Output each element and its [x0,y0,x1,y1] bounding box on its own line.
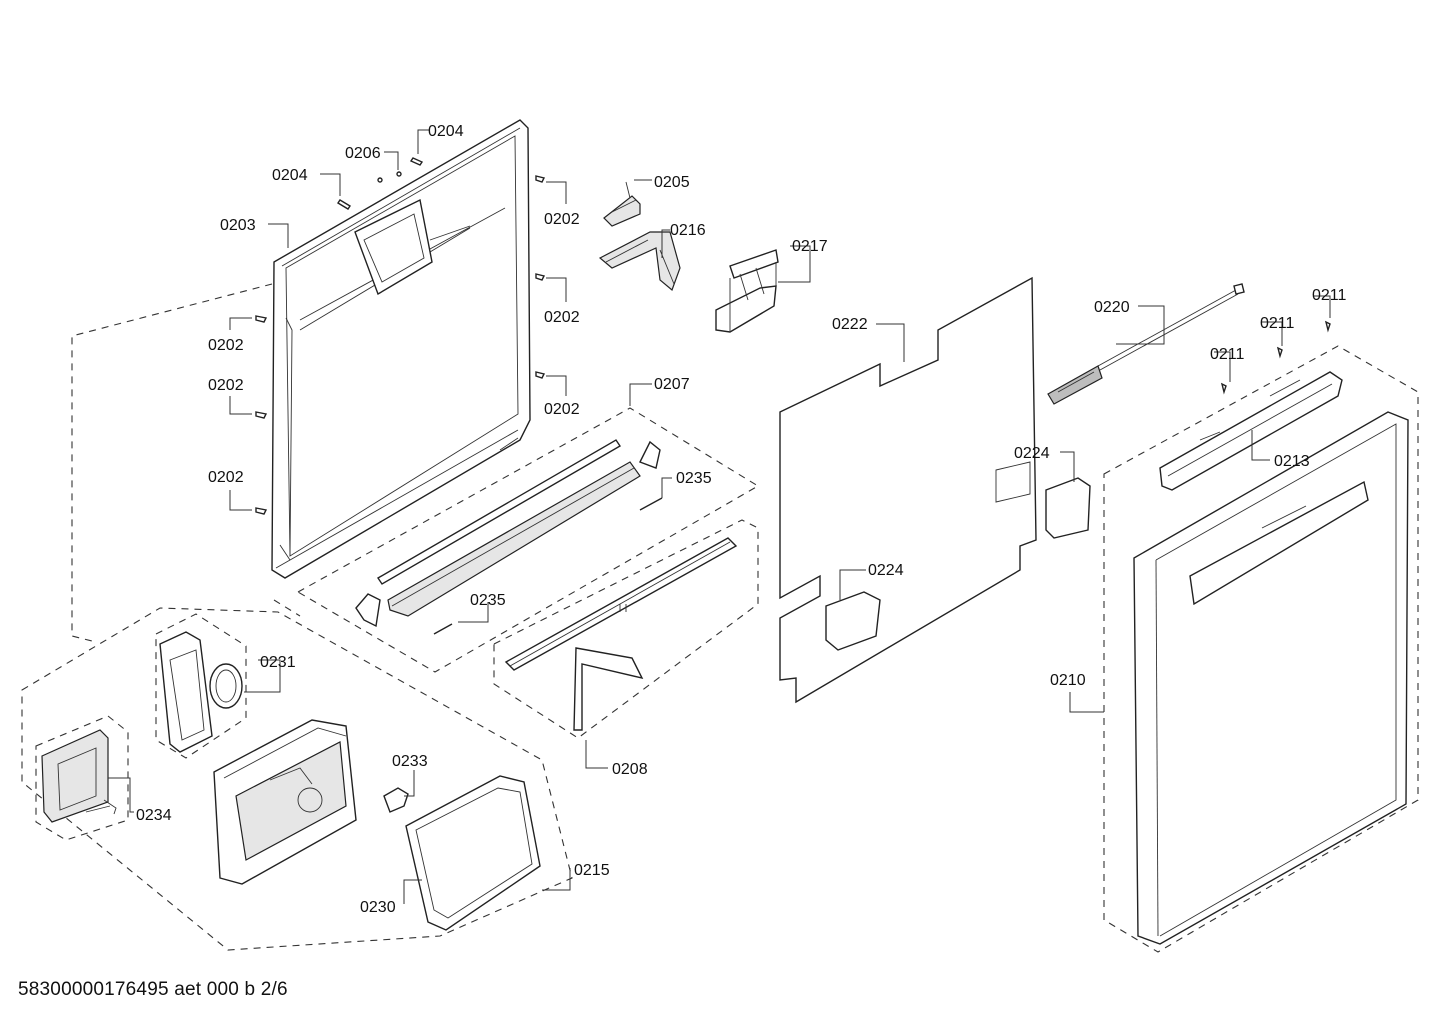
part-labels: 0204 0204 0206 0203 0202 0202 0202 0202 … [136,123,1347,916]
drawing-code: 58300000176495 aet 000 b 2/6 [18,979,288,1000]
rail-assembly[interactable] [355,439,663,635]
label-0204-a: 0204 [428,123,464,140]
group-outline-0208 [493,519,759,739]
assembly-leader [71,283,273,643]
insulation-mat[interactable] [779,276,1037,704]
seal-frame-0230[interactable] [405,775,541,931]
rail-bar-0208[interactable] [504,537,738,731]
group-outline-0215 [21,607,573,951]
label-0210: 0210 [1050,672,1086,689]
label-0215: 0215 [574,862,610,879]
label-0202-e: 0202 [208,377,244,394]
label-0206: 0206 [345,145,381,162]
sensor-cable[interactable] [1047,283,1245,405]
label-0213: 0213 [1274,453,1310,470]
screw-set[interactable] [255,157,546,515]
hinge-lever-0216[interactable] [598,231,681,292]
group-outline-0210 [1103,345,1419,953]
label-0235-b: 0235 [470,592,506,609]
foam-block-0224[interactable] [825,477,1091,651]
label-0234: 0234 [136,807,172,824]
control-module-0234[interactable] [41,729,117,823]
outer-door-panel[interactable] [1133,411,1409,945]
label-0202-f: 0202 [208,469,244,486]
handle-bar[interactable] [1159,371,1343,491]
label-0230: 0230 [360,899,396,916]
group-outline-0207 [296,407,760,673]
dispenser-housing[interactable] [159,631,243,753]
label-0224-a: 0224 [1014,445,1050,462]
label-0202-a: 0202 [544,211,580,228]
label-0202-c: 0202 [544,401,580,418]
label-0235-a: 0235 [676,470,712,487]
assembly-leader-2 [273,599,301,617]
leader-lines [108,129,1331,904]
label-0224-b: 0224 [868,562,904,579]
small-screws-0211[interactable] [1220,320,1331,395]
label-0231: 0231 [260,654,296,671]
label-0203: 0203 [220,217,256,234]
group-outline-0234 [35,715,129,841]
clip-0233[interactable] [383,787,409,813]
label-0211-a: 0211 [1312,287,1347,304]
cover-0217[interactable] [715,249,779,333]
group-outline-0231 [155,613,247,759]
label-0204-b: 0204 [272,167,308,184]
inner-door-frame[interactable] [271,119,531,579]
label-0217: 0217 [792,238,828,255]
label-0205: 0205 [654,174,690,191]
label-0222: 0222 [832,316,868,333]
label-0211-c: 0211 [1210,346,1245,363]
label-0233: 0233 [392,753,428,770]
label-0202-b: 0202 [544,309,580,326]
label-0211-b: 0211 [1260,315,1295,332]
label-0220: 0220 [1094,299,1130,316]
label-0208: 0208 [612,761,648,778]
label-0207: 0207 [654,376,690,393]
main-control-unit[interactable] [213,719,357,885]
label-0202-d: 0202 [208,337,244,354]
label-0216: 0216 [670,222,706,239]
bracket-0205[interactable] [603,181,641,227]
